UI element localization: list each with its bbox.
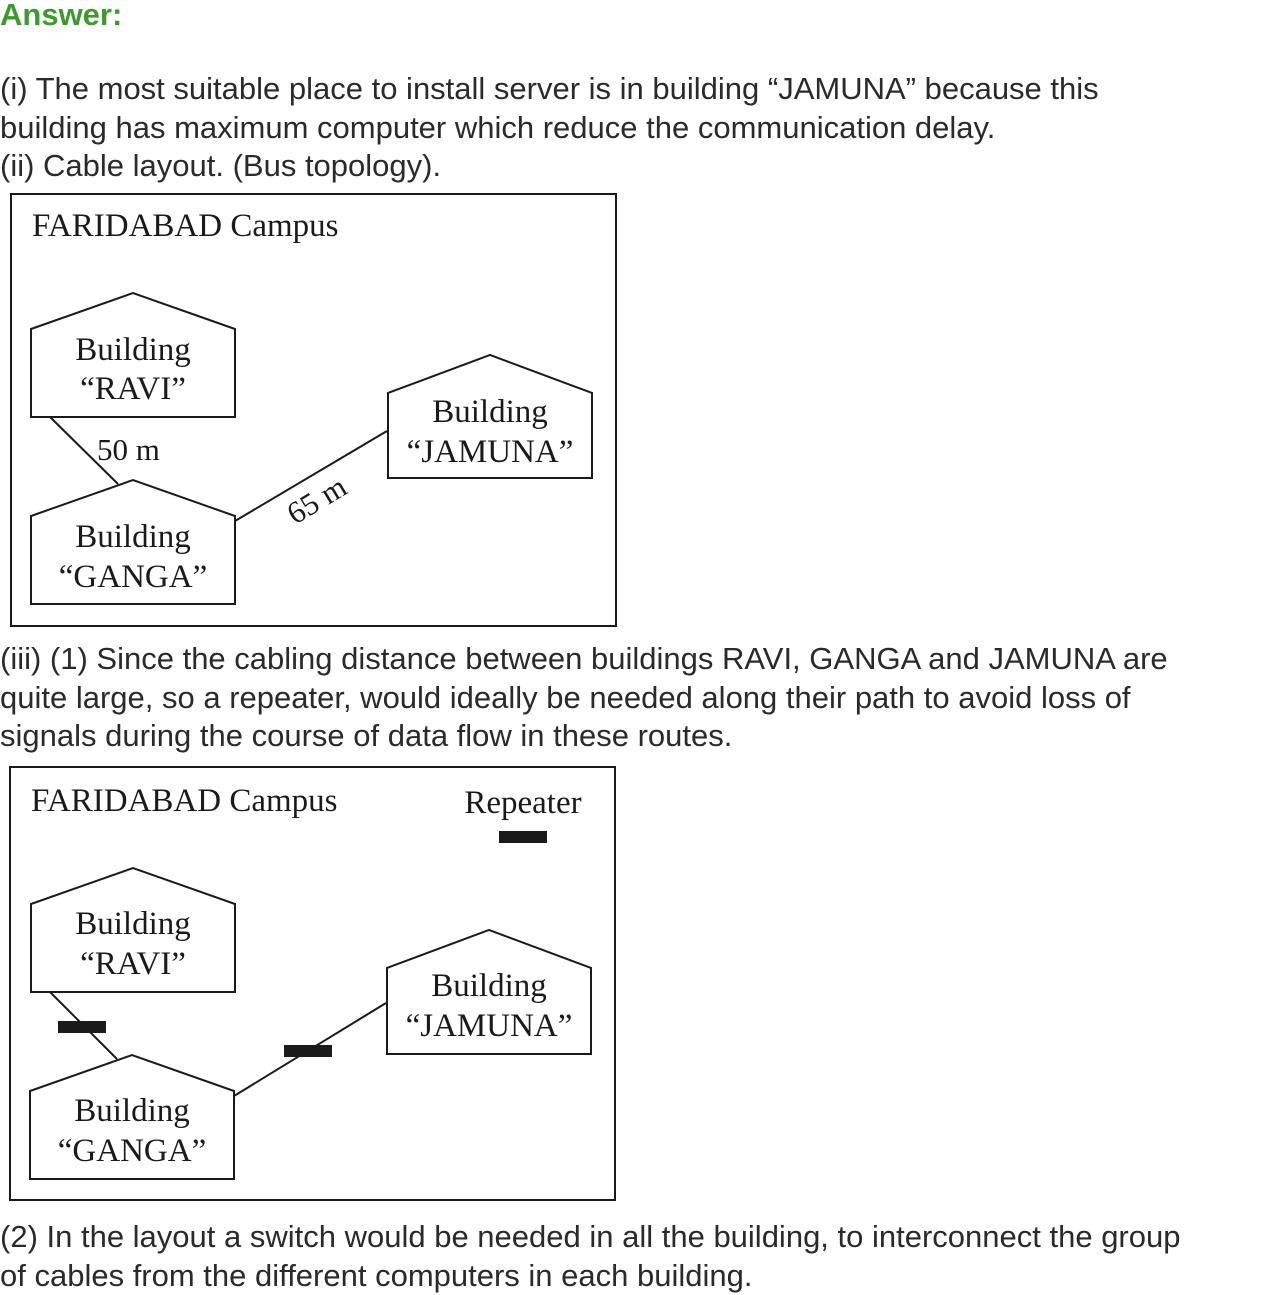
answer-part-i: (i) The most suitable place to install s… <box>0 70 1099 147</box>
building-ravi-label: Building <box>75 332 191 368</box>
repeater-ravi-ganga <box>58 1021 106 1033</box>
campus-title: FARIDABAD Campus <box>32 208 339 244</box>
text-line: of cables from the different computers i… <box>0 1257 1180 1295</box>
building-ravi-name: “RAVI” <box>80 371 186 407</box>
building-jamuna-label: Building <box>431 968 547 1004</box>
text-line: building has maximum computer which redu… <box>0 109 1099 148</box>
answer-part-iii-1: (iii) (1) Since the cabling distance bet… <box>0 640 1168 756</box>
building-ravi-name: “RAVI” <box>80 946 186 982</box>
answer-part-iii-2: (2) In the layout a switch would be need… <box>0 1218 1180 1295</box>
answer-heading: Answer: <box>0 0 122 33</box>
distance-label-ravi-ganga: 50 m <box>97 432 160 467</box>
text-line: quite large, so a repeater, would ideall… <box>0 679 1168 718</box>
building-jamuna-name: “JAMUNA” <box>407 434 574 470</box>
building-jamuna-label: Building <box>432 394 548 430</box>
campus-title: FARIDABAD Campus <box>31 783 338 819</box>
campus-diagram-bus-topology: FARIDABAD Campus 50 m 65 m Building “RAV… <box>0 190 630 630</box>
answer-part-ii: (ii) Cable layout. (Bus topology). <box>0 147 441 186</box>
text-line: (i) The most suitable place to install s… <box>0 70 1099 109</box>
text-line: (2) In the layout a switch would be need… <box>0 1218 1180 1257</box>
text-line: signals during the course of data flow i… <box>0 717 1168 756</box>
repeater-legend-label: Repeater <box>464 785 581 821</box>
building-ganga-label: Building <box>74 1093 190 1129</box>
building-ganga-label: Building <box>75 519 191 555</box>
building-ravi-label: Building <box>75 906 191 942</box>
building-ganga-name: “GANGA” <box>58 1133 206 1169</box>
building-ganga-name: “GANGA” <box>59 559 207 595</box>
campus-diagram-with-repeaters: FARIDABAD Campus Repeater Building “RAVI… <box>0 763 630 1203</box>
text-line: (iii) (1) Since the cabling distance bet… <box>0 640 1168 679</box>
repeater-legend-icon <box>499 831 547 843</box>
building-jamuna-name: “JAMUNA” <box>406 1008 573 1044</box>
repeater-ganga-jamuna <box>284 1045 332 1057</box>
